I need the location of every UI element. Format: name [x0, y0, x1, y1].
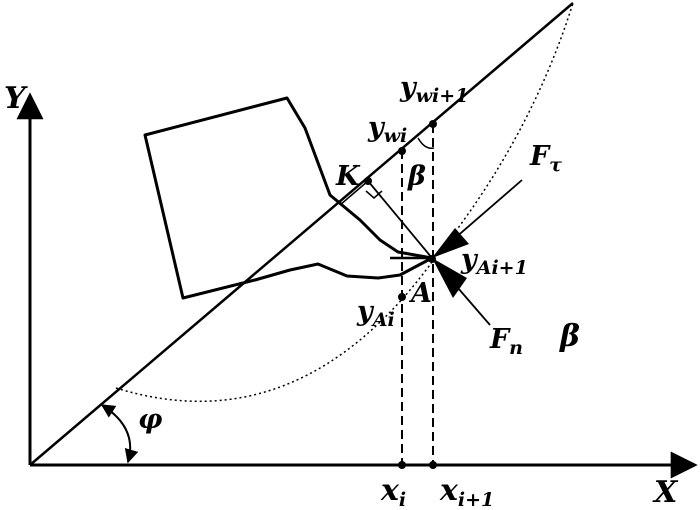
right-angle-mark — [365, 190, 383, 199]
label-y-wi1: ywi+1 — [399, 72, 468, 107]
label-phi: φ — [138, 404, 163, 435]
point-y-wi1 — [429, 120, 437, 128]
label-x-i: xi — [380, 473, 406, 510]
point-y-wi — [398, 147, 406, 155]
label-a: A — [408, 278, 432, 309]
label-y-ai1: yAi+1 — [460, 244, 528, 279]
point-x-i — [398, 461, 406, 469]
perpendicular-k-down — [339, 180, 369, 206]
label-f-n: Fn — [489, 324, 523, 359]
y-axis-label: Y — [4, 81, 28, 116]
label-y-ai: yAi — [356, 296, 395, 331]
bucket-outline — [143, 96, 434, 300]
label-x-i1: xi+1 — [439, 473, 494, 510]
label-beta-right: β — [559, 319, 580, 354]
force-wedge-lower — [432, 258, 467, 298]
beta-arc — [417, 137, 435, 150]
point-x-i1 — [429, 461, 437, 469]
point-a — [428, 255, 436, 263]
inclined-line — [29, 2, 574, 466]
force-wedge-upper — [432, 228, 469, 258]
label-y-wi: ywi — [367, 112, 407, 147]
label-beta-upper: β — [407, 161, 426, 192]
label-k: K — [335, 161, 361, 192]
point-k — [364, 177, 372, 185]
label-f-tau: Fτ — [529, 141, 562, 176]
perpendicular-ka — [367, 180, 433, 259]
x-axis-label: X — [652, 475, 679, 510]
phi-angle-arc — [100, 404, 139, 464]
point-y-ai — [398, 293, 406, 301]
